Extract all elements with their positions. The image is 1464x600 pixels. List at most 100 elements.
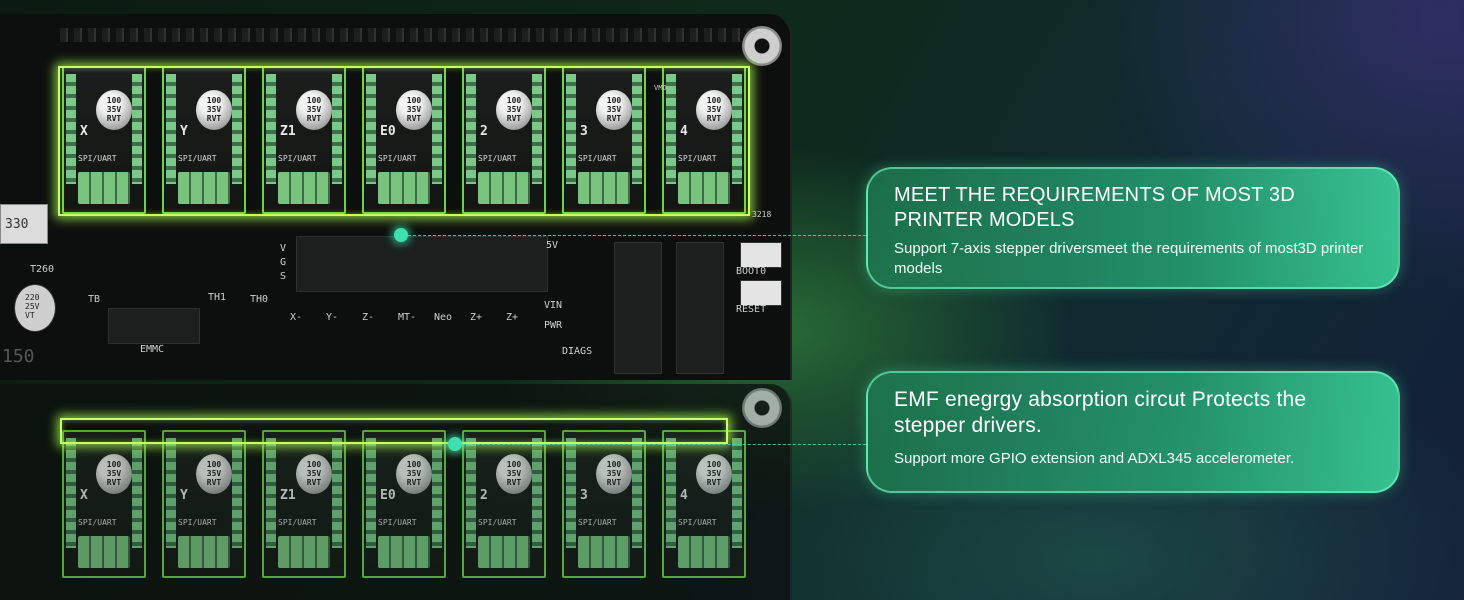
driver-pins <box>132 74 142 184</box>
driver-spi-label: SPI/UART <box>278 154 317 163</box>
driver-pins <box>332 438 342 548</box>
driver-terminal <box>678 536 730 568</box>
cap-label: RVT <box>406 114 422 123</box>
callout-subtitle: Support more GPIO extension and ADXL345 … <box>894 450 1295 467</box>
driver-spi-label: SPI/UART <box>578 154 617 163</box>
driver-pins <box>66 74 76 184</box>
cap-label: RVT <box>506 114 522 123</box>
callout-card-requirements: MEET THE REQUIREMENTS OF MOST 3D PRINTER… <box>866 167 1400 289</box>
driver-axis-label: E0 <box>380 124 396 139</box>
driver-pins <box>466 438 476 548</box>
cap-label: 35V <box>506 469 522 478</box>
cap-label: RVT <box>106 114 122 123</box>
driver-pins <box>666 74 676 184</box>
driver-axis-label: E0 <box>380 488 396 503</box>
driver-axis-label: 3 <box>580 488 588 503</box>
boot0-label: BOOT0 <box>736 266 767 277</box>
driver-terminal <box>178 172 230 204</box>
vmot-label: VMO <box>654 84 667 92</box>
cap-label: 100 <box>206 96 222 105</box>
driver-pins <box>466 74 476 184</box>
diag-label: DIAGS <box>562 346 593 357</box>
driver-spi-label: SPI/UART <box>678 518 717 527</box>
driver-pins <box>332 74 342 184</box>
header-row <box>60 28 760 42</box>
endstop-label: Z+ <box>506 312 519 323</box>
5v-label: 5V <box>546 240 559 251</box>
cap-label: 35V <box>406 105 422 114</box>
cap-label: 35V <box>306 469 322 478</box>
driver-pins <box>166 438 176 548</box>
driver-pins <box>166 74 176 184</box>
cap-label: 100 <box>106 460 122 469</box>
endstop-connectors <box>296 236 548 292</box>
driver-axis-label: X <box>80 488 88 503</box>
vgs-label: V G S <box>280 243 287 282</box>
cap-label: 100 <box>706 96 722 105</box>
driver-pins <box>266 438 276 548</box>
cap-label: 100 <box>606 96 622 105</box>
driver-axis-label: Y <box>180 124 188 139</box>
pwr-label: PWR <box>544 320 563 331</box>
endstop-label: Y- <box>326 312 339 323</box>
cap-label: 35V <box>106 469 122 478</box>
t260-label: T260 <box>30 264 55 275</box>
driver-terminal <box>478 536 530 568</box>
driver-pins <box>366 74 376 184</box>
endstop-label: MT- <box>398 312 417 323</box>
emmc-label: EMMC <box>140 344 165 355</box>
driver-pins <box>532 74 542 184</box>
driver-terminal <box>178 536 230 568</box>
driver-axis-label: 4 <box>680 488 688 503</box>
inductor: 330 <box>0 204 48 244</box>
driver-pins <box>732 438 742 548</box>
cap-label: 100 <box>606 460 622 469</box>
cap-label: RVT <box>706 478 722 487</box>
cap-label: 35V <box>706 469 722 478</box>
cap-label: 100 <box>406 96 422 105</box>
cap-label: 100 <box>106 96 122 105</box>
driver-terminal <box>378 536 430 568</box>
driver-pins <box>566 74 576 184</box>
cap-label: RVT <box>306 114 322 123</box>
cap-label: RVT <box>406 478 422 487</box>
driver-highlight-box <box>58 66 750 216</box>
cap-label: 35V <box>306 105 322 114</box>
driver-pins <box>232 438 242 548</box>
driver-pins <box>666 438 676 548</box>
driver-spi-label: SPI/UART <box>478 154 517 163</box>
callout-title: EMF enegrgy absorption circut Protects t… <box>894 388 1307 437</box>
driver-pins <box>532 438 542 548</box>
part-150-label: 150 <box>2 346 35 367</box>
driver-spi-label: SPI/UART <box>78 518 117 527</box>
cap-label: 35V <box>506 105 522 114</box>
vin-label: VIN <box>544 300 563 311</box>
driver-pins <box>632 438 642 548</box>
leader-line-2 <box>462 444 866 445</box>
reset-label: RESET <box>736 304 767 315</box>
emf-highlight-box <box>60 418 728 444</box>
corner-code: 3218 <box>752 210 772 219</box>
emmc-connector <box>108 308 200 344</box>
cap-label: RVT <box>206 478 222 487</box>
driver-terminal <box>278 536 330 568</box>
cap-label: 35V <box>606 105 622 114</box>
cap-label: RVT <box>606 478 622 487</box>
cap-label: 100 <box>506 96 522 105</box>
marker-dot-2 <box>448 437 462 451</box>
